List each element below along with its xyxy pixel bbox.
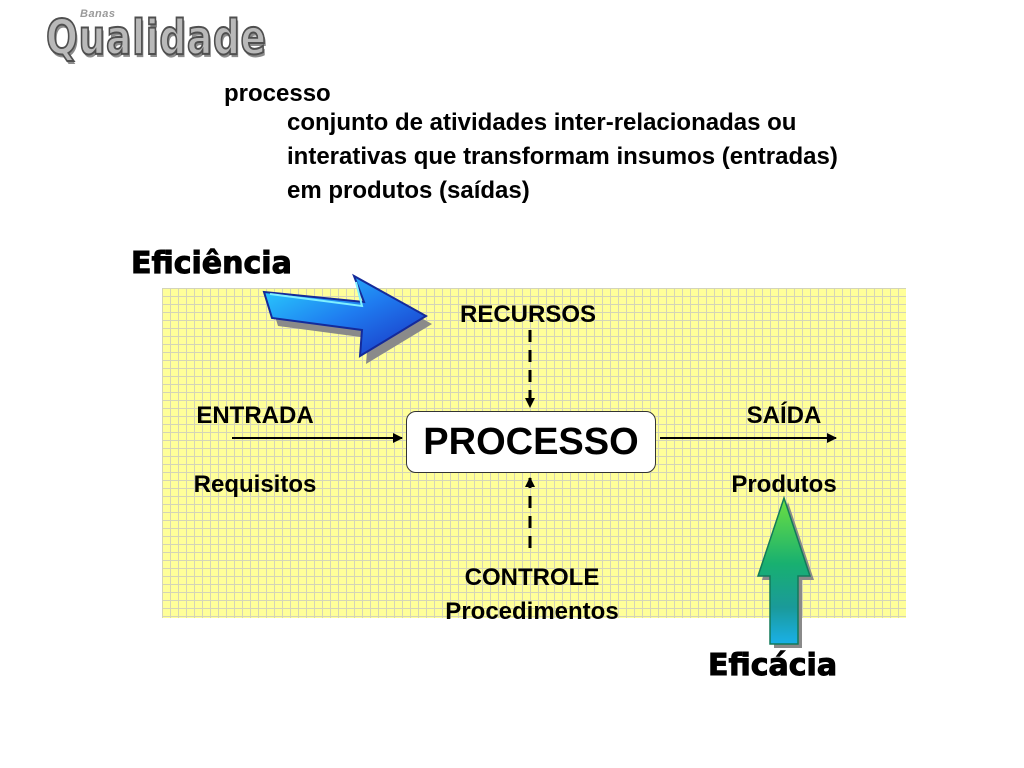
- controle-block: CONTROLE Procedimentos: [445, 561, 618, 629]
- eficacia-label: Eficácia: [707, 648, 838, 684]
- requisitos-label: Requisitos: [193, 471, 317, 498]
- green-up-arrow-icon: [756, 495, 814, 648]
- definition-line: interativas que transformam insumos (ent…: [287, 143, 838, 170]
- banas-qualidade-logo: Qualidade Banas: [22, 4, 266, 67]
- definition-line: em produtos (saídas): [287, 177, 530, 204]
- definition-text: conjunto de atividades inter-relacionada…: [287, 106, 967, 208]
- definition-line: conjunto de atividades inter-relacionada…: [287, 109, 797, 136]
- processo-label: PROCESSO: [423, 420, 639, 463]
- entrada-label: ENTRADA: [196, 402, 314, 429]
- recursos-label: RECURSOS: [459, 301, 597, 328]
- logo-small-text: Banas: [80, 8, 116, 20]
- logo-main-text: Qualidade: [45, 9, 267, 67]
- eficiencia-label: Eficiência: [131, 246, 293, 282]
- produtos-label: Produtos: [731, 471, 837, 498]
- controle-label: CONTROLE: [464, 564, 600, 591]
- saida-label: SAÍDA: [746, 402, 822, 429]
- processo-box: PROCESSO: [406, 411, 656, 473]
- blue-right-arrow-icon: [262, 273, 432, 364]
- procedimentos-label: Procedimentos: [445, 598, 619, 625]
- definition-term: processo: [224, 80, 331, 107]
